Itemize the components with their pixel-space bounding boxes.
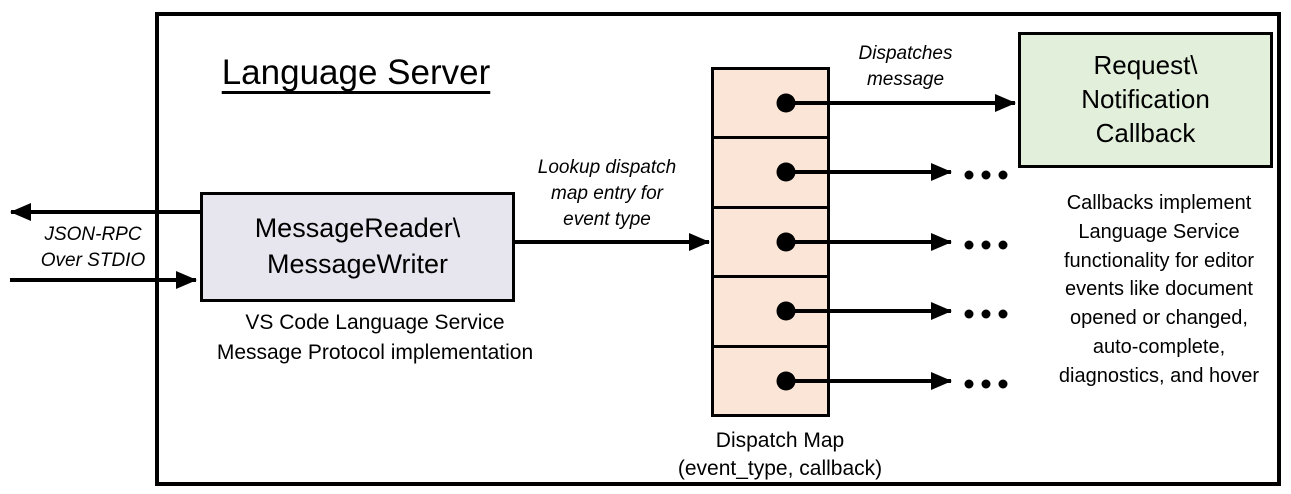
callback-box-label-line-3: Callback: [1095, 117, 1196, 148]
dispatch-map-cell: [714, 209, 827, 279]
stdio-label-line-2: Over STDIO: [40, 250, 146, 272]
dispatch-map-cell: [714, 70, 827, 140]
request-notification-callback-box: Request\ Notification Callback: [1018, 32, 1273, 168]
callbacks-note-line-5: opened or changed,: [1070, 307, 1248, 330]
lookup-label-line-3: event type: [563, 209, 651, 231]
language-server-container-box: [155, 12, 1281, 486]
dispatches-label-line-2: message: [866, 69, 945, 91]
diagram-title: Language Server: [196, 53, 516, 93]
callbacks-note-line-1: Callbacks implement: [1066, 192, 1252, 214]
reader-box-label-line-2: MessageWriter: [266, 249, 449, 279]
dispatch-map-cell: [714, 139, 827, 209]
lookup-label-line-1: Lookup dispatch: [537, 157, 677, 178]
json-rpc-stdio-label: JSON-RPC Over STDIO: [13, 222, 173, 274]
message-reader-writer-box: MessageReader\ MessageWriter: [200, 192, 515, 302]
stdio-label-line-1: JSON-RPC: [44, 224, 142, 245]
dispatch-map-cell: [714, 348, 827, 414]
callbacks-note-line-6: auto-complete,: [1092, 335, 1226, 358]
callback-box-label-line-2: Notification: [1081, 84, 1210, 115]
callbacks-note-line-4: events like document: [1065, 278, 1253, 301]
dispatch-map-caption: Dispatch Map (event_type, callback): [650, 427, 910, 484]
dispatches-message-label: Dispatches message: [823, 41, 988, 93]
reader-caption-line-1: VS Code Language Service: [245, 311, 505, 334]
dispatch-map-column: [711, 67, 830, 417]
lookup-dispatch-label: Lookup dispatch map entry for event type: [518, 155, 696, 234]
dispatch-map-cell: [714, 278, 827, 348]
reader-box-label-line-1: MessageReader\: [254, 213, 461, 244]
callbacks-note-line-7: diagnostics, and hover: [1058, 364, 1260, 387]
dispatches-label-line-1: Dispatches: [858, 43, 953, 64]
diagram-title-text: Language Server: [221, 53, 491, 92]
dispatch-map-caption-line-2: (event_type, callback): [677, 457, 883, 481]
callbacks-note: Callbacks implement Language Service fun…: [1028, 189, 1290, 391]
callbacks-note-line-3: functionality for editor: [1063, 249, 1255, 272]
callbacks-note-line-2: Language Service: [1078, 220, 1240, 243]
reader-caption-line-2: Message Protocol implementation: [216, 340, 534, 364]
dispatch-map-caption-line-1: Dispatch Map: [715, 429, 845, 452]
reader-box-caption: VS Code Language Service Message Protoco…: [180, 308, 570, 368]
lookup-label-line-2: map entry for: [551, 183, 663, 205]
callback-box-label-line-1: Request\: [1093, 50, 1198, 81]
